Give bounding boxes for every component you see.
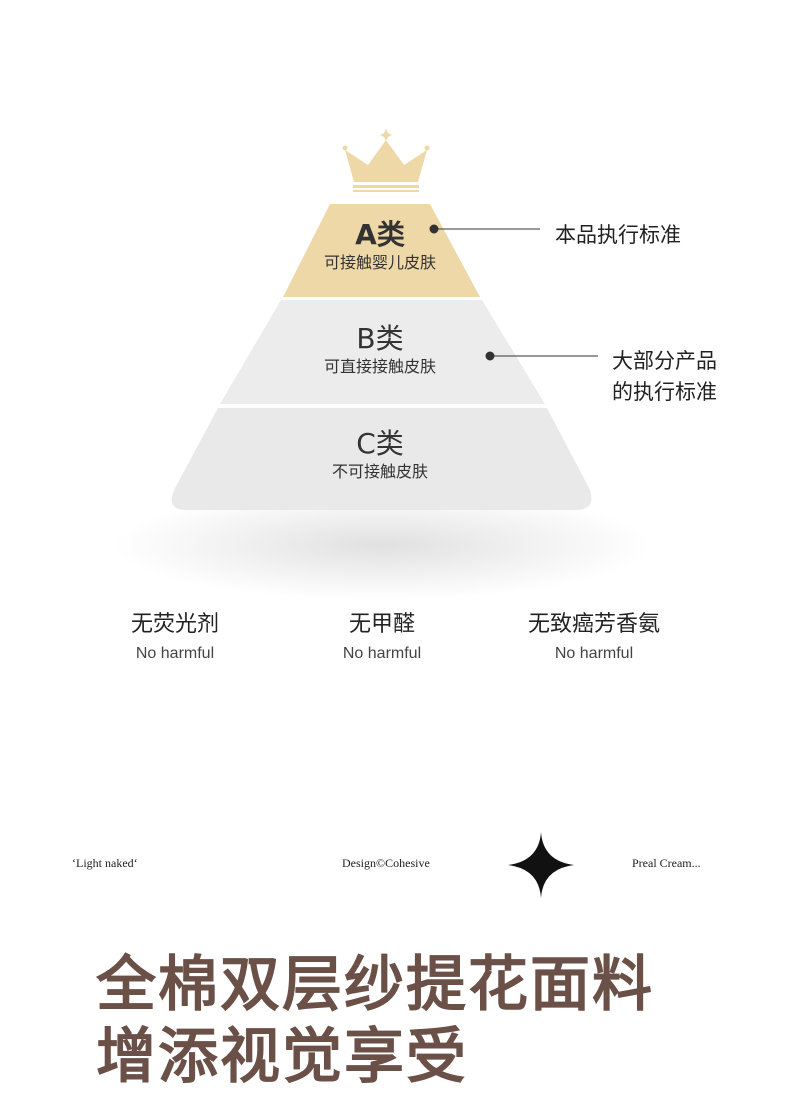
level-b-shape xyxy=(220,300,545,404)
level-c: C类 不可接触皮肤 xyxy=(230,427,530,483)
feature-title: 无致癌芳香氨 xyxy=(527,612,660,637)
level-c-title: C类 xyxy=(356,427,404,460)
feature-title: 无甲醛 xyxy=(348,612,415,637)
sparkle-icon xyxy=(508,832,574,898)
strip-center-text: Design©Cohesive xyxy=(342,856,430,870)
level-b: B类 可直接接触皮肤 xyxy=(230,322,530,378)
feature-no-aromatic-amine: 无致癌芳香氨 No harmful xyxy=(494,609,694,667)
feature-subtitle: No harmful xyxy=(135,645,215,662)
strip-left-text: ‘Light naked‘ xyxy=(72,856,138,870)
crown-icon xyxy=(342,129,430,192)
feature-subtitle: No harmful xyxy=(554,645,634,662)
feature-subtitle: No harmful xyxy=(342,645,422,662)
headline-line2: 增添视觉享受 xyxy=(96,1022,468,1092)
headline-line1: 全棉双层纱提花面料 xyxy=(96,950,654,1020)
note-a: 本品执行标准 xyxy=(555,223,681,247)
level-b-title: B类 xyxy=(356,322,404,355)
level-a-title: A类 xyxy=(355,218,405,251)
feature-title: 无荧光剂 xyxy=(130,612,219,637)
pyramid-graphic xyxy=(112,129,652,600)
feature-no-fluorescent: 无荧光剂 No harmful xyxy=(75,609,275,667)
level-b-subtitle: 可直接接触皮肤 xyxy=(323,357,436,376)
level-a-subtitle: 可接触婴儿皮肤 xyxy=(323,253,436,272)
note-b-line1: 大部分产品 xyxy=(612,349,717,373)
level-c-subtitle: 不可接触皮肤 xyxy=(331,462,428,481)
strip-right-text: Preal Cream... xyxy=(632,856,701,870)
level-c-shape xyxy=(171,408,592,510)
note-b-line2: 的执行标准 xyxy=(612,380,717,404)
pyramid-shadow xyxy=(112,490,652,600)
level-a: A类 可接触婴儿皮肤 xyxy=(230,218,530,274)
feature-no-formaldehyde: 无甲醛 No harmful xyxy=(282,609,482,667)
